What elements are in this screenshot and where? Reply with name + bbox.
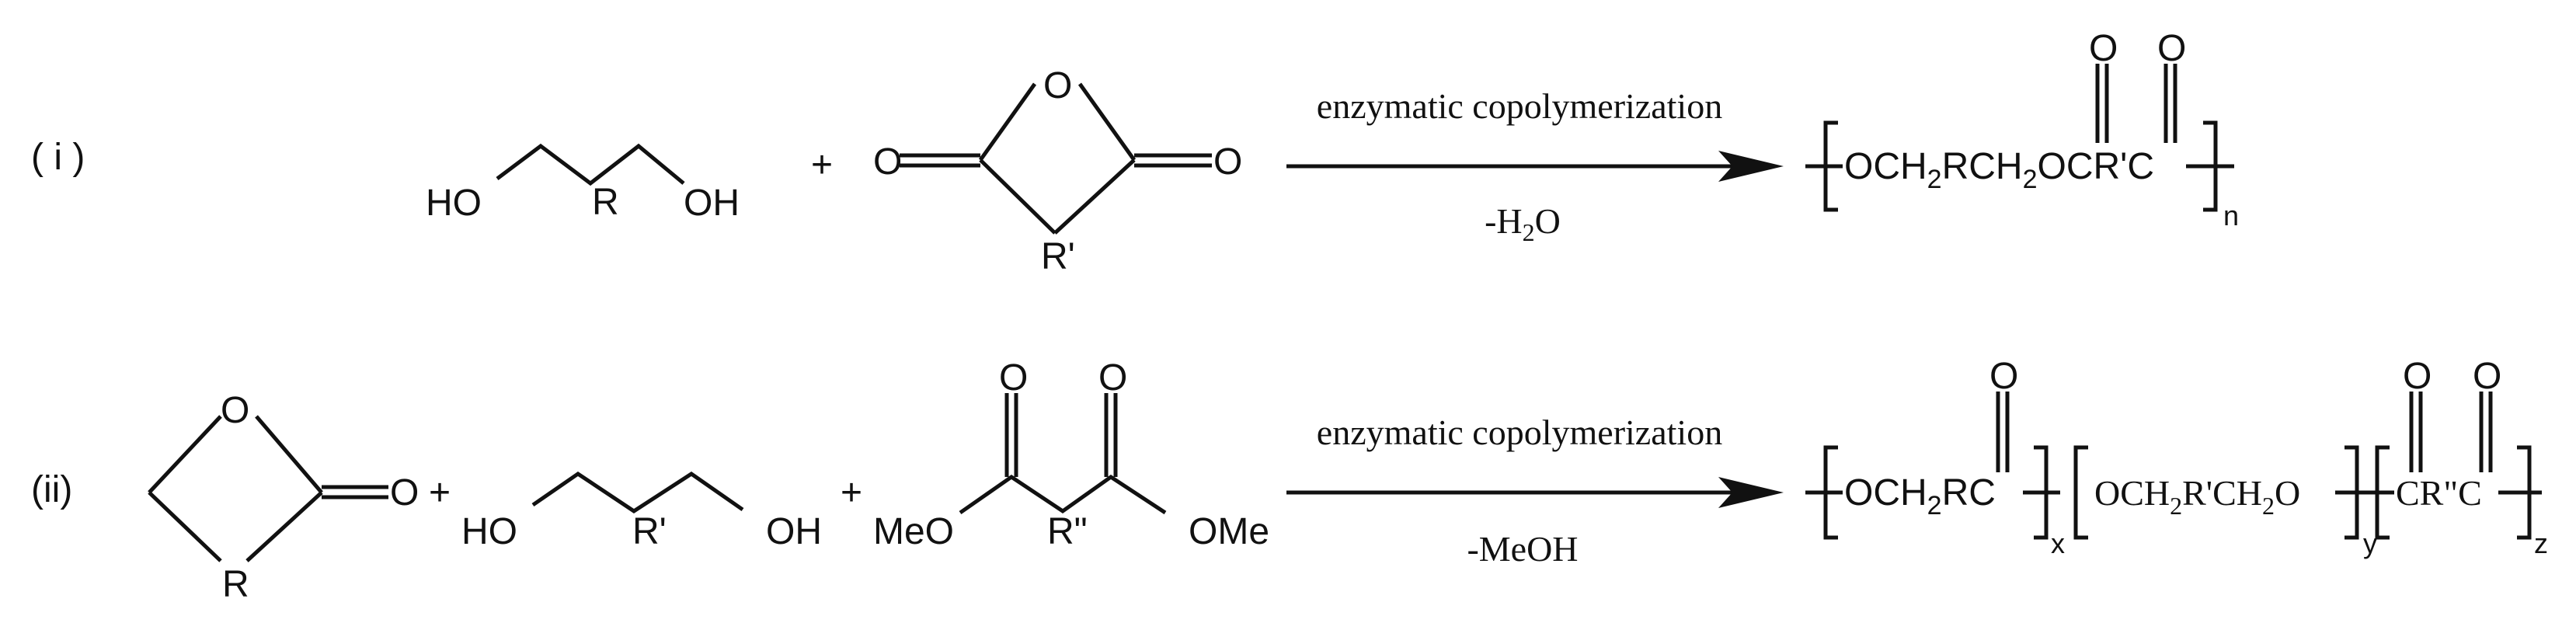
diester-carbonyl-o1: O: [999, 357, 1028, 399]
diol-ho: HO: [426, 183, 482, 224]
reaction-i-product: OCH2RCH2OCR'C O O n: [1805, 28, 2239, 231]
reaction-ii-label: (ii): [31, 469, 72, 510]
diol-oh: OH: [766, 511, 822, 552]
anhydride-o-right: O: [1213, 141, 1242, 183]
reaction-ii-diester: O O MeO R" OMe: [873, 357, 1269, 552]
reaction-i-arrow: enzymatic copolymerization -H2O: [1286, 86, 1784, 246]
diol-ho: HO: [461, 511, 517, 552]
product-ii-x-unit: OCH2RC: [1844, 472, 1996, 520]
product-ii-z-carbonyl-o2: O: [2473, 356, 2501, 397]
reaction-i-label: ( i ): [31, 137, 85, 178]
reaction-i-condition-below: -H2O: [1485, 201, 1561, 246]
product-ii-y-unit: OCH2R'CH2O: [2094, 473, 2300, 520]
product-i-formula: OCH2RCH2OCR'C: [1844, 146, 2154, 194]
reaction-ii-product: OCH2RC O x OCH2R'CH2O y CR"C O O: [1805, 356, 2548, 559]
diester-r-double-prime: R": [1047, 511, 1088, 552]
reaction-ii-lactone: O R O: [148, 390, 419, 605]
anhydride-o-left: O: [873, 141, 902, 183]
product-ii-subscript-y: y: [2363, 527, 2377, 559]
reaction-i-condition-above: enzymatic copolymerization: [1317, 86, 1722, 126]
anhydride-ring-o: O: [1043, 65, 1072, 106]
anhydride-r-prime: R': [1041, 236, 1075, 277]
product-ii-x-carbonyl-o: O: [1989, 356, 2018, 397]
diol-oh: OH: [684, 183, 740, 224]
product-ii-subscript-z: z: [2534, 527, 2548, 559]
diester-carbonyl-o2: O: [1098, 357, 1127, 399]
reaction-ii-condition-below: -MeOH: [1467, 529, 1578, 569]
product-i-carbonyl-o1: O: [2089, 28, 2118, 69]
reaction-ii-diol: HO R' OH: [461, 471, 822, 552]
arrowhead: [1718, 477, 1784, 508]
reaction-i: ( i ) HO R OH + O O O R' en: [31, 28, 2239, 277]
lactone-r: R: [222, 564, 249, 605]
lactone-ring-o: O: [221, 390, 249, 431]
diester-meo: MeO: [873, 511, 954, 552]
product-ii-z-unit: CR"C: [2396, 473, 2482, 513]
plus-sign: +: [841, 472, 862, 513]
diol-r-prime: R': [632, 511, 667, 552]
plus-sign: +: [811, 144, 833, 186]
lactone-carbonyl-o: O: [390, 472, 419, 513]
plus-sign: +: [429, 472, 451, 513]
reaction-ii: (ii) O R O + HO R' OH +: [31, 356, 2548, 605]
reaction-i-diol: HO R OH: [426, 143, 740, 224]
diester-ome: OMe: [1189, 511, 1269, 552]
product-ii-subscript-x: x: [2051, 527, 2065, 559]
reaction-ii-arrow: enzymatic copolymerization -MeOH: [1286, 412, 1784, 569]
product-ii-z-carbonyl-o1: O: [2403, 356, 2432, 397]
diol-r: R: [592, 182, 619, 223]
product-i-subscript-n: n: [2223, 200, 2239, 231]
product-i-carbonyl-o2: O: [2157, 28, 2186, 69]
arrowhead: [1718, 151, 1784, 182]
reaction-ii-condition-above: enzymatic copolymerization: [1317, 412, 1722, 452]
reaction-i-anhydride: O O O R': [873, 65, 1242, 277]
